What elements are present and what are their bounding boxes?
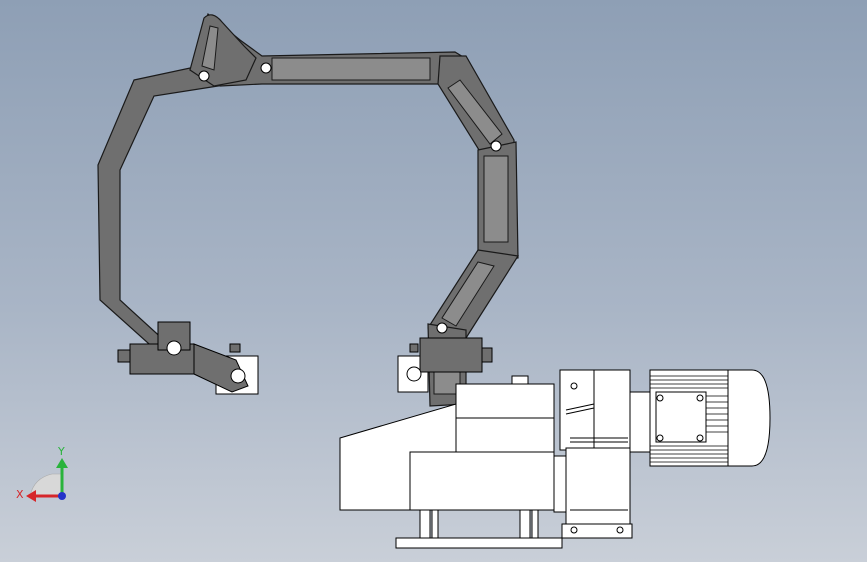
slot-right-mid: [483, 155, 509, 243]
x-axis-label: X: [16, 488, 24, 501]
triad-plane: [29, 473, 63, 497]
electric-motor[interactable]: [629, 369, 771, 467]
gearbox-flange: [559, 369, 595, 451]
slot-top: [271, 57, 431, 81]
motor-cooling-fins: [650, 375, 728, 463]
base-foot: [519, 509, 531, 539]
arm-left-link: [97, 67, 220, 353]
gripper-hole: [230, 368, 246, 384]
gearbox-lower: [565, 447, 631, 525]
gearbox-bolt: [616, 526, 624, 534]
gripper-screw: [117, 349, 131, 363]
base-plate: [395, 537, 563, 549]
housing-top-tab: [511, 375, 529, 385]
motor-fan-cover: [727, 369, 771, 467]
z-axis-dot: [58, 492, 66, 500]
base-foot: [531, 509, 539, 539]
motor-bolt: [696, 434, 704, 442]
gripper-body: [419, 337, 483, 373]
robot-arm[interactable]: [97, 12, 520, 407]
arm-top-knuckle: [189, 14, 257, 87]
pivot-hole: [198, 70, 210, 82]
motor-bolt: [656, 394, 664, 402]
knuckle-slot: [201, 25, 219, 71]
base-foot: [419, 509, 431, 539]
gearbox-line: [565, 403, 595, 411]
pivot-hole: [490, 140, 502, 152]
slot-right-lower: [441, 261, 495, 327]
gripper-hole: [166, 340, 182, 356]
gearbox-base-flange: [561, 523, 633, 539]
coordinate-triad: X Y: [16, 445, 68, 502]
gearbox-line: [565, 407, 595, 415]
housing-step-1: [455, 417, 555, 453]
housing-step-2: [409, 451, 555, 511]
gearbox[interactable]: [553, 369, 633, 539]
gearbox-bolt: [570, 382, 578, 390]
gearbox-bolt: [570, 526, 578, 534]
gearbox-body: [593, 369, 631, 455]
gripper-screw: [409, 343, 419, 353]
gripper-screw: [481, 347, 493, 363]
gearbox-shaft: [553, 455, 567, 513]
pivot-hole: [260, 62, 272, 74]
motor-bolt: [656, 434, 664, 442]
base-foot: [431, 509, 439, 539]
gripper-screw: [229, 343, 241, 353]
right-gripper[interactable]: [397, 337, 493, 393]
x-axis-head: [26, 490, 36, 502]
motor-bolt: [696, 394, 704, 402]
slot-right-upper: [447, 79, 503, 145]
y-axis-label: Y: [57, 445, 65, 458]
base-housing[interactable]: [339, 375, 563, 549]
pivot-hole: [436, 322, 448, 334]
motor-adapter: [629, 391, 651, 453]
left-gripper[interactable]: [117, 321, 259, 395]
y-axis-head: [56, 458, 68, 468]
gripper-hole: [406, 366, 422, 382]
